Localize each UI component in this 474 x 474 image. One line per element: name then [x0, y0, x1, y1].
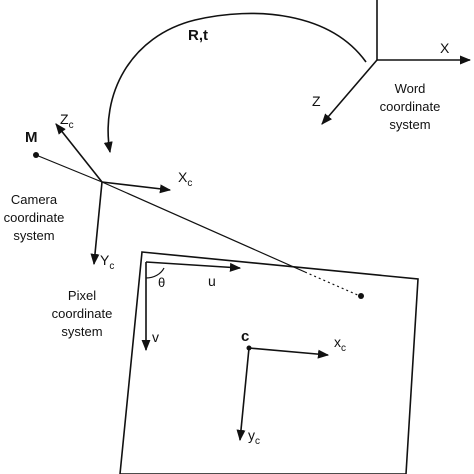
camera-x-label: Xc: [178, 169, 192, 189]
image-plane: [119, 251, 419, 474]
projection-ray: M: [25, 129, 364, 299]
camera-coordinate-frame: Zc Xc Yc Camera coordinate system: [4, 111, 193, 272]
world-point-dot: [358, 293, 364, 299]
camera-caption-line-3: system: [13, 228, 54, 243]
theta-arc: [145, 267, 165, 279]
camera-caption-line-1: Camera: [11, 192, 58, 207]
point-m-label: M: [25, 129, 38, 146]
camera-z-axis: [55, 123, 103, 183]
pixel-u-axis: [145, 261, 242, 272]
world-caption-line-1: Word: [395, 81, 426, 96]
image-x-label: xc: [334, 334, 346, 354]
camera-z-label: Zc: [60, 111, 74, 131]
transformation-label: R,t: [188, 27, 208, 44]
ray-m-to-center: [35, 154, 103, 183]
world-z-axis: [321, 59, 378, 125]
pixel-caption-line-3: system: [61, 324, 102, 339]
theta-label: θ: [158, 275, 165, 290]
pixel-v-label: v: [152, 329, 159, 345]
camera-caption-line-2: coordinate: [4, 210, 65, 225]
pixel-u-label: u: [208, 273, 216, 289]
camera-x-axis: [101, 181, 172, 194]
world-coordinate-frame: X Z Word coordinate system: [312, 0, 472, 132]
image-plane-border: [119, 251, 419, 474]
pixel-caption-line-1: Pixel: [68, 288, 96, 303]
world-x-label: X: [440, 40, 450, 56]
world-z-label: Z: [312, 93, 321, 109]
camera-y-axis: [90, 181, 103, 266]
image-coordinate-frame: c xc yc: [236, 328, 346, 447]
image-y-label: yc: [248, 427, 260, 447]
pixel-caption-line-2: coordinate: [52, 306, 113, 321]
rt-arrow: [103, 12, 367, 154]
transformation-arc: R,t: [103, 12, 367, 154]
ray-extension-dotted: [304, 271, 361, 297]
ray-center-to-image: [101, 181, 306, 273]
principal-point-label: c: [241, 328, 249, 345]
world-caption-line-3: system: [389, 117, 430, 132]
image-y-axis: [236, 347, 250, 442]
image-x-axis: [248, 347, 330, 359]
pixel-coordinate-frame: θ u v Pixel coordinate system: [52, 261, 242, 352]
world-caption-line-2: coordinate: [380, 99, 441, 114]
camera-y-label: Yc: [100, 252, 114, 272]
